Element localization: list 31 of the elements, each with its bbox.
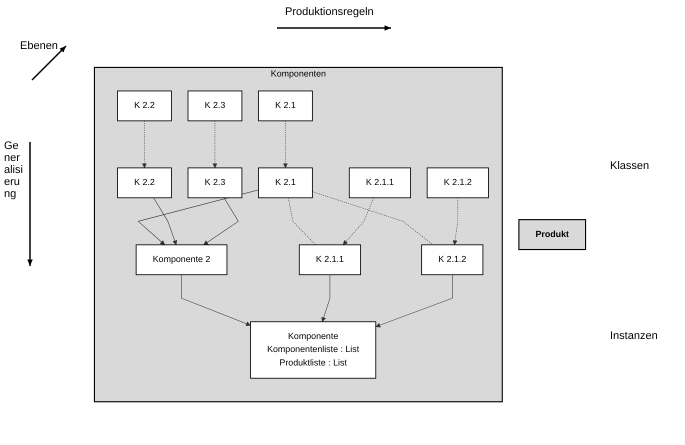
arrow — [153, 198, 178, 246]
node-box: Komponente Komponentenliste : List Produktliste : List — [250, 322, 376, 380]
arrow — [342, 198, 374, 246]
node-box: K 2.3 — [188, 90, 242, 122]
arrow — [212, 120, 218, 169]
arrow — [452, 198, 458, 246]
arrow — [181, 274, 251, 326]
arrow — [376, 274, 453, 328]
node-box: K 2.1.1 — [348, 168, 411, 199]
node-box: K 2.1 — [258, 168, 313, 199]
arrow — [203, 198, 239, 246]
node-box: K 2.1.2 — [421, 244, 484, 276]
axis-label: Instanzen — [610, 330, 658, 342]
node-box: Komponente 2 — [136, 244, 228, 276]
arrow — [321, 274, 330, 322]
arrow — [138, 190, 259, 246]
axis-label: Ebenen — [20, 40, 58, 52]
axis-label: Klassen — [610, 160, 650, 172]
node-box: K 2.1.1 — [298, 244, 361, 276]
connector — [312, 192, 434, 246]
node-box: K 2.2 — [117, 168, 172, 199]
axis-label: Generalisierung — [4, 140, 24, 200]
arrow — [283, 120, 288, 169]
axis-label: Produktionsregeln — [285, 6, 374, 18]
node-box: K 2.2 — [117, 90, 172, 122]
node-box: Produkt — [518, 220, 586, 250]
node-box: K 2.3 — [188, 168, 242, 199]
node-box: K 2.1 — [258, 90, 313, 122]
arrow — [142, 120, 147, 169]
node-box: K 2.1.2 — [426, 168, 489, 199]
connector — [288, 198, 316, 246]
